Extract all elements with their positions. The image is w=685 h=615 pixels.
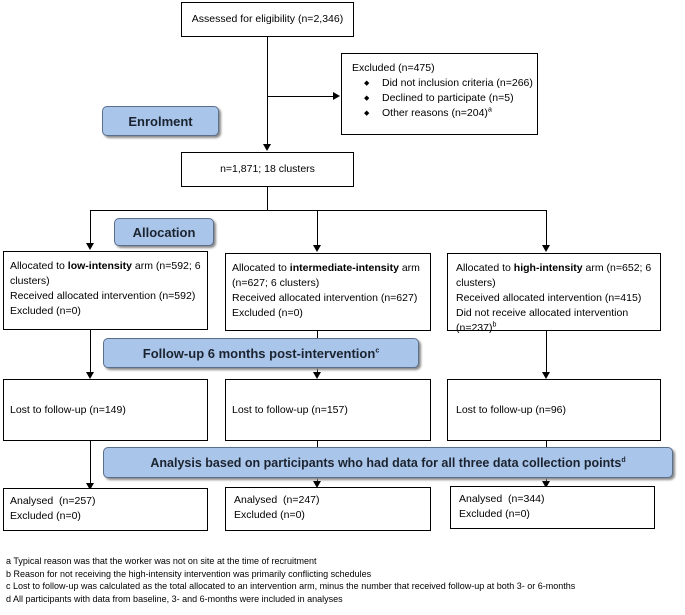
trunk-line-top [267,37,268,145]
high-arm-lost-text: Lost to follow-up (n=96) [456,403,567,416]
assessed-box: Assessed for eligibility (n=2,346) [181,2,354,37]
enrolment-label: Enrolment [128,113,193,129]
arrow-to-excluded [333,92,340,100]
intermediate-arm-analysed-excluded: Excluded (n=0) [234,509,305,521]
intermediate-arm-excluded: Excluded (n=0) [232,307,303,319]
arrow-to-high-lost [542,372,550,379]
high-arm-analysed-box: Analysed (n=344) Excluded (n=0) [450,486,655,529]
arrow-to-intermediate-analysed [313,481,321,488]
excluded-box: Excluded (n=475) Did not inclusion crite… [341,53,538,135]
footnote-c: c Lost to follow-up was calculated as th… [6,581,576,591]
low-drop-to-analysed [90,441,91,483]
footnote-b: b Reason for not receiving the high-inte… [6,568,372,579]
low-arm-lost-text: Lost to follow-up (n=149) [10,403,126,416]
intermediate-arm-received: Received allocated intervention (n=627) [232,292,418,304]
followup-stage: Follow-up 6 months post-interventionc [103,338,419,368]
low-arm-allocation-box: Allocated to low-intensity arm (n=592; 6… [3,251,208,330]
enrolment-stage: Enrolment [102,106,219,136]
low-arm-analysed-text: Analysed (n=257) [10,495,96,507]
arrow-to-low-arm [86,243,94,250]
randomised-text: n=1,871; 18 clusters [220,163,315,175]
analysis-stage: Analysis based on participants who had d… [103,447,673,478]
high-arm-received: Received allocated intervention (n=415) [456,292,642,304]
high-arm-lost-box: Lost to follow-up (n=96) [447,379,661,441]
intermediate-arm-lost-box: Lost to follow-up (n=157) [225,379,431,441]
followup-label: Follow-up 6 months post-interventionc [142,345,380,361]
intermediate-arm-allocation-box: Allocated to intermediate-intensity arm … [225,253,431,331]
arrow-to-randomised [263,144,271,151]
arrow-to-high-analysed [542,481,550,488]
horizontal-split-line [90,210,547,211]
high-drop-to-lost [546,331,547,372]
low-drop-to-lost [90,330,91,372]
low-arm-lost-box: Lost to follow-up (n=149) [3,379,208,441]
intermediate-arm-lost-text: Lost to follow-up (n=157) [232,403,348,416]
branch-line-excluded [267,96,333,97]
intermediate-arm-analysed-box: Analysed (n=247) Excluded (n=0) [225,487,431,531]
intermediate-arm-analysed-text: Analysed (n=247) [234,494,320,506]
arrow-to-low-analysed [86,483,94,490]
excluded-list: Did not inclusion criteria (n=266) Decli… [342,76,537,121]
trunk-line-split [267,187,268,210]
drop-line-low [90,210,91,243]
intermediate-arm-allocated: Allocated to intermediate-intensity arm … [232,262,420,289]
high-arm-allocation-box: Allocated to high-intensity arm (n=652; … [447,253,661,334]
low-arm-allocated: Allocated to low-intensity arm (n=592; 6… [10,260,201,287]
excluded-item: Declined to participate (n=5) [342,91,537,106]
low-arm-received: Received allocated intervention (n=592) [10,290,196,302]
excluded-item: Did not inclusion criteria (n=266) [342,76,537,91]
high-arm-analysed-excluded: Excluded (n=0) [459,508,530,520]
footnote-d: d All participants with data from baseli… [6,593,343,604]
high-arm-not-received: Did not receive allocated intervention (… [456,307,629,334]
excluded-item: Other reasons (n=204)a [342,106,537,121]
randomised-box: n=1,871; 18 clusters [181,152,354,187]
low-arm-analysed-box: Analysed (n=257) Excluded (n=0) [3,488,208,531]
high-arm-analysed-text: Analysed (n=344) [459,493,545,505]
analysis-label: Analysis based on participants who had d… [150,455,626,470]
allocation-stage: Allocation [114,218,214,246]
high-arm-allocated: Allocated to high-intensity arm (n=652; … [456,262,652,289]
low-arm-analysed-excluded: Excluded (n=0) [10,510,81,522]
assessed-text: Assessed for eligibility (n=2,346) [191,13,344,25]
excluded-title: Excluded (n=475) [352,62,435,74]
drop-line-intermediate [317,210,318,245]
footnotes: a Typical reason was that the worker was… [6,555,575,605]
drop-line-high [546,210,547,245]
arrow-to-intermediate-lost [313,372,321,379]
arrow-to-high-arm [542,245,550,252]
low-arm-excluded: Excluded (n=0) [10,305,81,317]
arrow-to-intermediate-arm [313,245,321,252]
allocation-label: Allocation [132,224,196,240]
footnote-a: a Typical reason was that the worker was… [6,556,317,566]
arrow-to-low-lost [86,372,94,379]
